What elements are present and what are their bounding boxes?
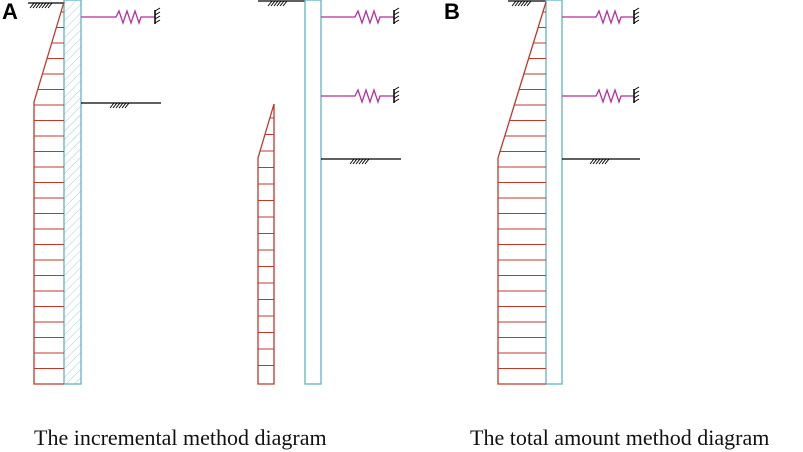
incremental-pressure-hatch-a2	[258, 117, 274, 366]
panel-label-b: B	[444, 0, 460, 24]
anchor-spring-a2-lower	[321, 86, 400, 105]
figure-a-stage-1	[28, 0, 161, 385]
retaining-wall-a1	[63, 0, 82, 385]
ground-surface-top-a2	[258, 0, 305, 7]
panel-label-a: A	[2, 0, 18, 24]
caption-total-amount-method: The total amount method diagram	[470, 425, 769, 450]
earth-pressure-diagram-a1	[33, 1, 65, 385]
excavation-level-a2	[321, 158, 401, 165]
excavation-level-a1	[81, 102, 161, 109]
anchor-spring-a1	[81, 7, 161, 26]
total-pressure-hatch-b	[498, 11, 546, 369]
excavation-level-b	[562, 158, 640, 165]
anchor-spring-b-lower	[562, 86, 640, 105]
incremental-pressure-diagram-a2	[257, 103, 275, 385]
earth-pressure-hatch-a1	[34, 11, 64, 369]
anchor-spring-b-upper	[562, 7, 640, 26]
figure-a-stage-2	[257, 0, 401, 385]
caption-incremental-method: The incremental method diagram	[34, 425, 327, 450]
total-pressure-diagram-b	[497, 1, 547, 385]
figure-b	[497, 0, 640, 385]
retaining-wall-a2	[304, 0, 322, 385]
ground-surface-top-b	[508, 0, 546, 7]
retaining-wall-b	[545, 0, 563, 385]
ground-surface-top-a1	[28, 2, 64, 9]
anchor-spring-a2-upper	[321, 7, 400, 26]
